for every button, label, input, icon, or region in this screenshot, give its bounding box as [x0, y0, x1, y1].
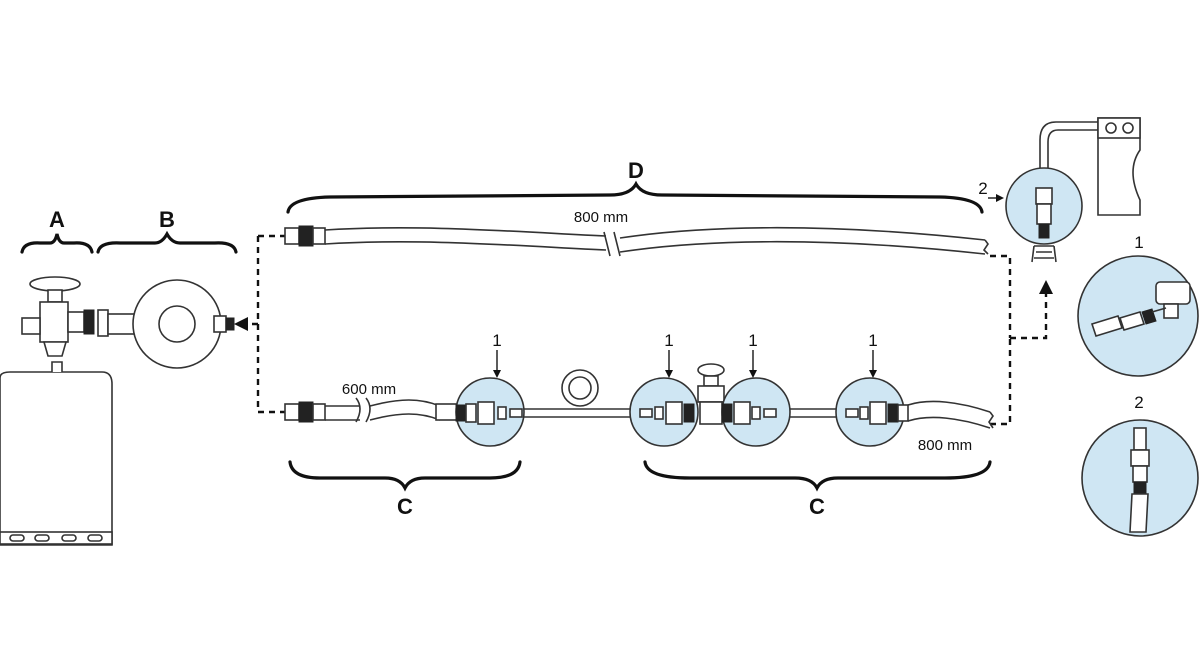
brace-b: [96, 230, 238, 254]
cylinder-valve: [21, 276, 95, 357]
hose-bottom-right: [907, 400, 994, 429]
dim-bottom-right: 800 mm: [918, 437, 972, 454]
detail-circle-3: [721, 377, 791, 447]
pressure-regulator: [97, 279, 235, 369]
inset-label-2: 2: [1134, 393, 1143, 412]
detail-circle-1: [455, 377, 525, 447]
callout-1d: 1: [868, 331, 877, 350]
inset-label-1: 1: [1134, 233, 1143, 252]
brace-d: [286, 180, 984, 214]
detail-circle-2: [629, 377, 699, 447]
brace-c-right: [643, 460, 992, 492]
brace-a: [20, 233, 94, 254]
label-b: B: [159, 207, 175, 232]
label-d: D: [628, 158, 644, 183]
callout-1c: 1: [748, 331, 757, 350]
label-a: A: [49, 207, 65, 232]
label-c-right: C: [809, 494, 825, 519]
inset-detail-1: [1077, 255, 1199, 377]
appliance-detail-circle: [1005, 167, 1083, 263]
gas-cylinder: [0, 361, 113, 546]
arrow-to-regulator: [234, 317, 248, 331]
inset-detail-2: [1081, 419, 1199, 537]
dim-top: 800 mm: [574, 209, 628, 226]
hose-top: [284, 225, 989, 257]
hose-bottom-left: [284, 397, 459, 423]
brace-c-left: [288, 460, 522, 492]
tee-valve: [697, 363, 725, 425]
dashed-connections: [246, 234, 1048, 426]
arrow-to-appliance: [1039, 280, 1053, 294]
dim-bottom-left: 600 mm: [342, 381, 396, 398]
appliance: [1039, 117, 1141, 216]
callout-2: 2: [978, 179, 987, 198]
callout-1a: 1: [492, 331, 501, 350]
label-c-left: C: [397, 494, 413, 519]
callout-1b: 1: [664, 331, 673, 350]
detail-circle-4: [835, 377, 909, 447]
callout-arrowhead-2: [996, 194, 1004, 202]
callout-arrows: [493, 350, 877, 378]
